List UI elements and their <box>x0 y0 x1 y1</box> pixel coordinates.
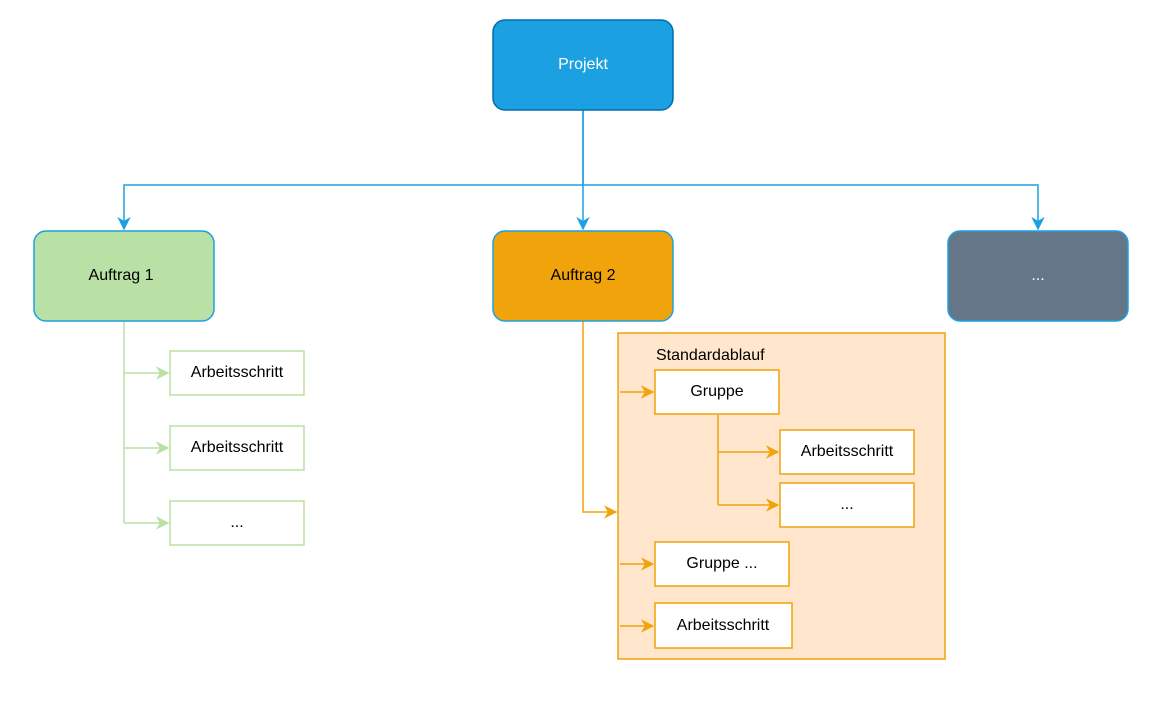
node-projekt-box <box>492 19 674 111</box>
node-gruppe-other-label: Gruppe ... <box>686 555 757 572</box>
node-projekt-label: Projekt <box>558 56 608 73</box>
node-gruppe-other[interactable]: Gruppe ... <box>654 541 790 587</box>
node-auftrag-more[interactable]: ... <box>947 230 1129 322</box>
node-gruppe-label: Gruppe <box>690 383 743 400</box>
node-auftrag1-box <box>33 230 215 322</box>
node-auftrag2[interactable]: Auftrag 2 <box>492 230 674 322</box>
node-a1-step2-box <box>169 425 305 471</box>
node-a1-step1-box <box>169 350 305 396</box>
node-gruppe-box <box>654 369 780 415</box>
node-auftrag1[interactable]: Auftrag 1 <box>33 230 215 322</box>
node-a1-step2[interactable]: Arbeitsschritt <box>169 425 305 471</box>
node-gruppe-step-label: Arbeitsschritt <box>801 443 894 460</box>
standardablauf-label: Standardablauf <box>656 347 765 364</box>
node-a1-more[interactable]: ... <box>169 500 305 546</box>
node-gruppe-more[interactable]: ... <box>779 482 915 528</box>
node-auftrag2-box <box>492 230 674 322</box>
node-a1-step1[interactable]: Arbeitsschritt <box>169 350 305 396</box>
node-gruppe[interactable]: Gruppe <box>654 369 780 415</box>
node-auftrag-more-box <box>947 230 1129 322</box>
node-gruppe-step-box <box>779 429 915 475</box>
node-auftrag2-label: Auftrag 2 <box>551 267 616 284</box>
node-gruppe-other-box <box>654 541 790 587</box>
node-a1-more-box <box>169 500 305 546</box>
auftrag2-connectors <box>582 321 780 633</box>
node-sa-step-box <box>654 602 793 649</box>
node-a1-step2-label: Arbeitsschritt <box>191 439 284 456</box>
auftrag1-connectors <box>123 321 170 530</box>
node-a1-step1-label: Arbeitsschritt <box>191 364 284 381</box>
node-sa-step-label: Arbeitsschritt <box>677 617 770 634</box>
node-auftrag1-label: Auftrag 1 <box>89 267 154 284</box>
node-gruppe-more-box <box>779 482 915 528</box>
connector-auftrag2-standardablauf <box>582 321 618 519</box>
node-projekt[interactable]: Projekt <box>492 19 674 111</box>
node-sa-step[interactable]: Arbeitsschritt <box>654 602 793 649</box>
node-gruppe-step[interactable]: Arbeitsschritt <box>779 429 915 475</box>
projekt-connectors <box>117 110 1045 231</box>
connector-projekt-more <box>583 184 1045 231</box>
node-auftrag-more-label: ... <box>1031 267 1044 284</box>
node-a1-more-label: ... <box>230 514 243 531</box>
connector-projekt-auftrag1 <box>117 110 584 231</box>
node-gruppe-more-label: ... <box>840 496 853 513</box>
